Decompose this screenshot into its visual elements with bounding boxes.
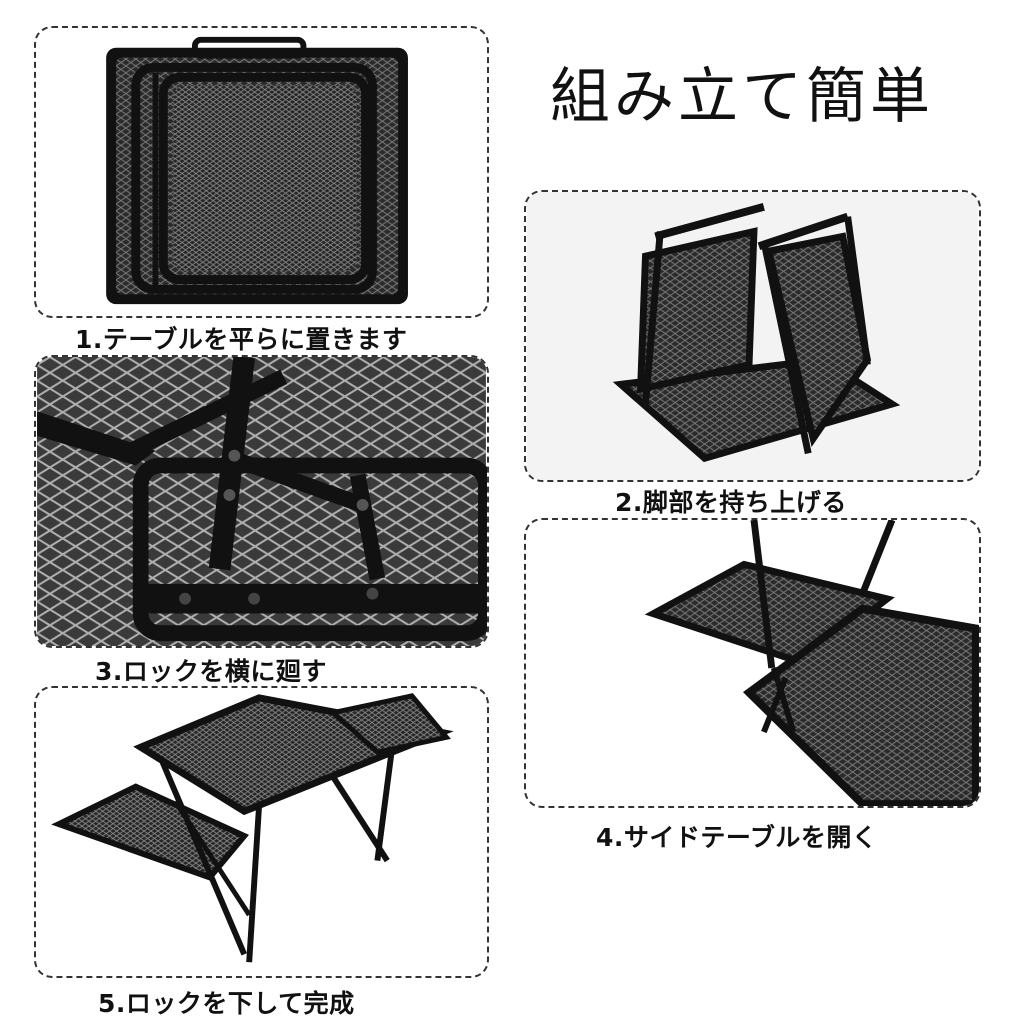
step-5-completed-table-image <box>51 693 454 963</box>
step-2-panel <box>524 190 981 482</box>
step-3-panel <box>34 355 489 648</box>
step-2-legs-raised-image <box>527 192 978 480</box>
step-4-side-table-image <box>644 520 979 806</box>
step-5-panel <box>34 686 489 978</box>
step-5-caption: 5.ロックを下して完成 <box>98 989 355 1018</box>
step-3-caption: 3.ロックを横に廻す <box>95 657 327 686</box>
step-2-caption: 2.脚部を持ち上げる <box>615 488 847 517</box>
step-3-lock-closeup-image <box>37 357 487 646</box>
page-title: 組み立て簡単 <box>550 62 934 132</box>
step-4-panel <box>524 518 981 808</box>
step-1-folded-table-image <box>106 36 408 305</box>
step-1-panel <box>34 26 489 318</box>
step-1-caption: 1.テーブルを平らに置きます <box>75 325 408 354</box>
step-4-caption: 4.サイドテーブルを開く <box>596 823 878 852</box>
